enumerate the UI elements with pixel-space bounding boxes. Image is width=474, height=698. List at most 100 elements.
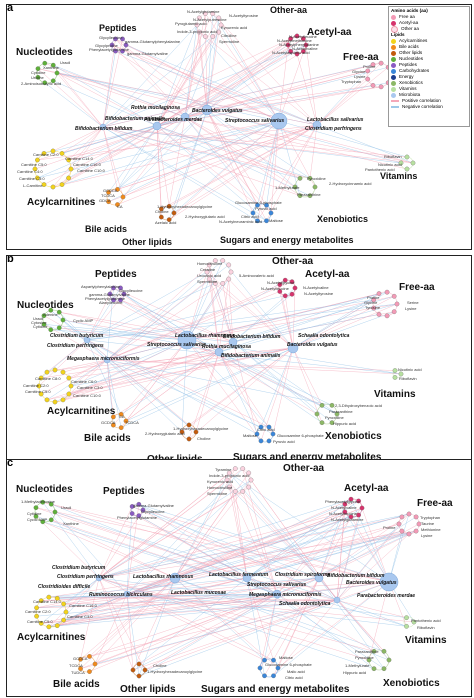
- metabolite-label: Pantothenic acid: [411, 618, 441, 623]
- bacterium-label: Megasphaera micronuciformis: [67, 356, 140, 362]
- metabolite-node: [194, 22, 200, 28]
- metabolite-label: Spermidine: [207, 491, 228, 496]
- correlation-edge: [42, 502, 390, 583]
- correlation-edge: [138, 515, 278, 595]
- metabolite-node: [123, 418, 129, 424]
- metabolite-node: [113, 48, 118, 54]
- metabolite-label: Uracil: [60, 60, 71, 65]
- correlation-edge: [52, 126, 104, 152]
- correlation-edge: [102, 126, 258, 221]
- correlation-edge: [132, 506, 338, 601]
- correlation-edge: [36, 593, 278, 608]
- correlation-edge: [242, 491, 320, 579]
- legend-swatch: [391, 80, 396, 86]
- correlation-edge: [106, 359, 396, 371]
- correlation-edge: [102, 24, 198, 128]
- metabolite-node: [319, 402, 325, 408]
- group-label-acetyl-aa: Acetyl-aa: [307, 27, 352, 38]
- metabolite-label: Paraxanthine: [355, 649, 379, 654]
- metabolite-label: Cyclic AMP: [27, 517, 48, 522]
- metabolite-label: Carnitine C3:0: [77, 385, 103, 390]
- correlation-edge: [206, 109, 311, 179]
- metabolite-node: [394, 301, 400, 307]
- microbiota-node: [177, 330, 197, 350]
- metabolite-label: L-Carnitine: [23, 183, 43, 188]
- metabolite-node: [48, 517, 54, 523]
- metabolite-node: [111, 285, 116, 291]
- metabolite-node: [158, 214, 164, 220]
- metabolite-node: [35, 66, 41, 72]
- microbiota-node: [228, 337, 238, 347]
- correlation-edge: [222, 283, 234, 343]
- metabolite-label: N-Acetylmethionine: [277, 38, 312, 43]
- metabolite-label: Malic acid: [287, 669, 305, 674]
- bacterium-label: Streptococcus salivarius: [225, 118, 285, 124]
- metabolite-label: Carnitine C4:0: [17, 169, 43, 174]
- correlation-edge: [173, 109, 208, 214]
- legend-swatch: [391, 44, 396, 50]
- correlation-edge: [102, 126, 301, 196]
- metabolite-label: N-Acetylvaline: [303, 285, 329, 290]
- correlation-edge: [186, 280, 286, 341]
- metabolite-node: [399, 528, 405, 534]
- correlation-edge: [70, 347, 294, 387]
- bacterium-label: Bifidobacterium bifidum: [75, 126, 133, 132]
- metabolite-label: Choline: [197, 436, 211, 441]
- metabolite-node: [129, 511, 135, 516]
- correlation-edge: [296, 53, 318, 126]
- metabolite-label: Carnitine C14:0: [33, 599, 61, 604]
- metabolite-node: [378, 60, 384, 66]
- correlation-edge: [121, 347, 294, 428]
- correlation-edge: [184, 51, 291, 118]
- metabolite-node: [226, 276, 232, 282]
- metabolite-node: [264, 218, 269, 224]
- metabolite-node: [118, 425, 124, 431]
- correlation-edge: [273, 599, 338, 676]
- correlation-edge: [48, 593, 278, 598]
- correlation-edge: [86, 293, 125, 341]
- correlation-edge: [50, 310, 88, 341]
- metabolite-node: [46, 624, 52, 630]
- metabolite-label: Kynurenic acid: [207, 479, 234, 484]
- metabolite-node: [285, 42, 291, 48]
- bacterium-label: Bifidobacterium bifidum: [327, 573, 385, 579]
- correlation-edge: [169, 124, 318, 220]
- metabolite-node: [212, 281, 218, 286]
- metabolite-node: [257, 665, 263, 671]
- metabolite-node: [118, 297, 123, 303]
- metabolite-node: [411, 619, 417, 625]
- metabolite-node: [258, 438, 264, 444]
- panel-letter: c: [7, 459, 14, 469]
- metabolite-label: Lysine: [405, 306, 417, 311]
- metabolite-label: Riboflavin: [417, 625, 435, 630]
- correlation-edge: [98, 468, 236, 579]
- bacterium-label: Schaalia odontolytica: [279, 601, 331, 607]
- metabolite-label: Cytidine: [33, 324, 48, 329]
- correlation-edge: [98, 577, 146, 671]
- metabolite-label: Choline: [153, 663, 167, 668]
- metabolite-label: Phenylacetylglutamine: [85, 296, 126, 301]
- correlation-edge: [63, 577, 248, 621]
- correlation-edge: [156, 125, 162, 209]
- metabolite-label: N-Acetylaspartic acid: [272, 50, 310, 55]
- metabolite-node: [396, 521, 402, 527]
- metabolite-node: [50, 78, 56, 84]
- correlation-edge: [277, 581, 390, 669]
- correlation-edge: [122, 120, 280, 198]
- bacterium-label: Streptococcus salivarius: [247, 582, 307, 588]
- correlation-edge: [42, 502, 100, 579]
- metabolite-label: 1-Methyladenosine: [21, 499, 55, 504]
- metabolite-node: [365, 68, 371, 74]
- metabolite-label: Glucosamine 6-phosphate: [235, 200, 282, 205]
- correlation-edge: [186, 278, 210, 341]
- metabolite-label: Carnitine C10:0: [73, 393, 101, 398]
- correlation-edge: [266, 120, 280, 206]
- correlation-edge: [138, 504, 338, 601]
- correlation-edge: [188, 347, 294, 426]
- legend-item: Free aa: [391, 14, 467, 20]
- correlation-edge: [228, 278, 294, 349]
- metabolite-node: [406, 531, 412, 537]
- correlation-edge: [41, 359, 108, 395]
- metabolite-node: [264, 202, 269, 208]
- metabolite-label: Glucosamine 6-phosphate: [277, 433, 324, 438]
